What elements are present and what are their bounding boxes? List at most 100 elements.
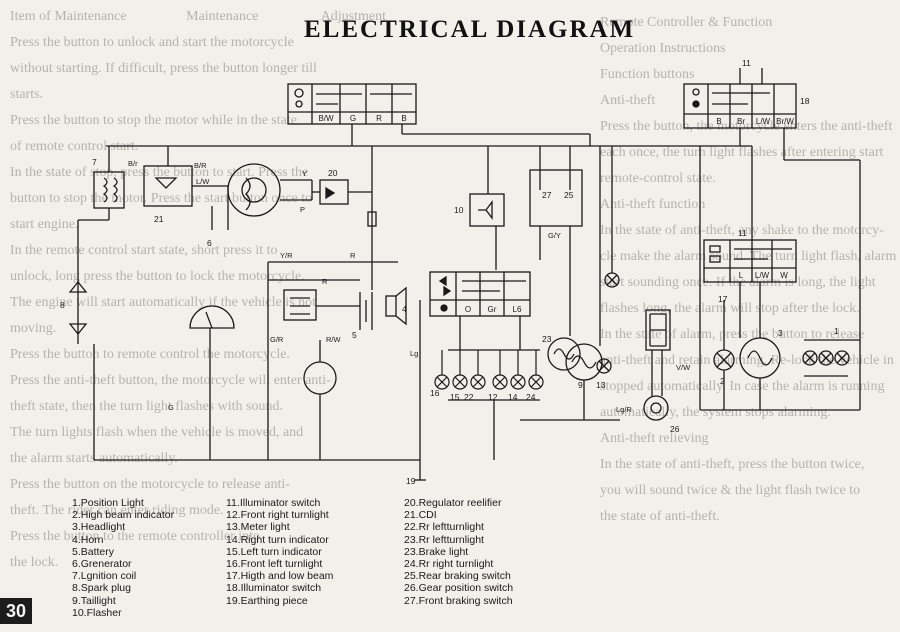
page-title: ELECTRICAL DIAGRAM bbox=[304, 16, 636, 43]
label-25: 25 bbox=[564, 190, 574, 200]
switch-col-label: R bbox=[376, 114, 382, 123]
legend-item: 18.Illuminator switch bbox=[226, 582, 322, 595]
wire-label-rw: R/W bbox=[326, 335, 342, 344]
wire-label-y: Y bbox=[302, 169, 307, 178]
label-14: 14 bbox=[508, 392, 518, 402]
legend-item: 8.Spark plug bbox=[72, 582, 131, 595]
legend-item: 19.Earthing piece bbox=[226, 594, 308, 607]
label-2: 2 bbox=[720, 376, 725, 386]
legend-item: 15.Left turn indicator bbox=[226, 545, 322, 558]
label-12: 12 bbox=[488, 392, 498, 402]
legend-item: 4.Horn bbox=[72, 533, 104, 546]
engine-icon bbox=[295, 100, 303, 108]
switch-col-label: B bbox=[716, 117, 721, 126]
turn-lamp-22 bbox=[596, 358, 612, 374]
legend-item: 6.Grenerator bbox=[72, 558, 132, 571]
legend-item: 23.Rr leftturnlight bbox=[404, 533, 484, 546]
legend-item: 2.High beam indicator bbox=[72, 509, 175, 522]
legend-item: 21.CDI bbox=[404, 509, 437, 522]
fuse bbox=[367, 211, 377, 227]
switch-col-label: B/W bbox=[318, 114, 334, 123]
wire-label-lgr: Lg/R bbox=[616, 405, 632, 414]
legend-item: 22.Rr leftturnlight bbox=[404, 521, 484, 534]
label-3: 3 bbox=[778, 328, 783, 338]
label-23: 23 bbox=[542, 334, 552, 344]
brake-switch-box bbox=[529, 169, 583, 227]
label-19: 19 bbox=[406, 476, 416, 486]
generator bbox=[227, 163, 281, 217]
meter-gauge bbox=[189, 305, 235, 329]
horn bbox=[385, 295, 397, 317]
wire-label-gr: G/R bbox=[270, 335, 284, 344]
page-number: 30 bbox=[0, 598, 32, 624]
label-22: 22 bbox=[464, 392, 474, 402]
label-7: 7 bbox=[92, 157, 97, 167]
regulator-rectifier bbox=[319, 179, 349, 205]
label-26: 26 bbox=[670, 424, 680, 434]
switch-col-label: Br bbox=[737, 117, 745, 126]
wire-label-lw: L/W bbox=[196, 177, 210, 186]
legend-item: 1.Position Light bbox=[72, 497, 144, 509]
legend-item: 24.Rr right turnlight bbox=[404, 558, 494, 571]
switch-col-label: L/W bbox=[755, 271, 770, 280]
starter-motor bbox=[303, 361, 337, 395]
switch-col-label: L6 bbox=[513, 305, 522, 314]
label-6: 6 bbox=[207, 238, 212, 248]
position-light-b bbox=[818, 350, 834, 366]
legend-item: 17.Higth and low beam bbox=[226, 570, 334, 583]
wire-label-p: P bbox=[300, 205, 305, 214]
legend-item: 20.Regulator reelifier bbox=[404, 497, 502, 509]
switch-col-label: O bbox=[465, 305, 471, 314]
switch-col-label: Br/W bbox=[776, 117, 794, 126]
label-11b: 11 bbox=[738, 228, 747, 238]
switch-col-label: B bbox=[401, 114, 406, 123]
label-27: 27 bbox=[542, 190, 552, 200]
wire-label-vw: V/W bbox=[676, 363, 691, 372]
label-20: 20 bbox=[328, 168, 338, 178]
label-16: 16 bbox=[430, 388, 440, 398]
label-13: 13 bbox=[596, 380, 606, 390]
label-5: 5 bbox=[352, 330, 357, 340]
legend-item: 7.Lgnition coil bbox=[72, 570, 137, 583]
wire-label-br: B/r bbox=[128, 159, 138, 168]
legend-item: 10.Flasher bbox=[72, 606, 122, 619]
label-1: 1 bbox=[834, 326, 839, 336]
switch-col-label: W bbox=[780, 271, 788, 280]
label-11a: 11 bbox=[742, 58, 751, 68]
legend-item: 11.Illuminator switch bbox=[226, 497, 321, 509]
wire-label-lg: Lg bbox=[410, 349, 418, 358]
wire-label-yr: Y/R bbox=[280, 251, 293, 260]
switch-col-label: L/W bbox=[756, 117, 771, 126]
label-21: 21 bbox=[154, 214, 164, 224]
legend-item: 26.Gear position switch bbox=[404, 582, 514, 595]
switch-col-label: Gr bbox=[488, 305, 497, 314]
wire-label-gy: G/Y bbox=[548, 231, 561, 240]
wire-label-r2: R bbox=[322, 277, 328, 286]
label-24: 24 bbox=[526, 392, 536, 402]
legend-item: 25.Rear braking switch bbox=[404, 570, 511, 583]
ignition-coil bbox=[93, 171, 125, 209]
legend-item: 23.Brake light bbox=[404, 545, 469, 558]
gear-digit-display bbox=[645, 309, 671, 351]
legend-item: 5.Battery bbox=[72, 545, 115, 558]
brake-light bbox=[547, 337, 581, 371]
legend-item: 13.Meter light bbox=[226, 521, 290, 534]
label-10: 10 bbox=[454, 205, 464, 215]
beam-switch-box bbox=[703, 239, 797, 283]
label-9: 9 bbox=[578, 380, 583, 390]
label-8: 8 bbox=[60, 300, 65, 310]
legend-item: 14.Right turn indicator bbox=[226, 533, 329, 546]
legend-item: 16.Front left turnlight bbox=[226, 558, 323, 571]
wire-label-r1: R bbox=[350, 251, 356, 260]
position-light-c bbox=[834, 350, 850, 366]
horn-switch bbox=[283, 289, 317, 321]
legend-item: 3.Headlight bbox=[72, 521, 126, 534]
label-15: 15 bbox=[450, 392, 460, 402]
legend-item: 9.Taillight bbox=[72, 594, 116, 607]
position-light-a bbox=[802, 350, 818, 366]
wire-label-g: G bbox=[168, 403, 174, 412]
